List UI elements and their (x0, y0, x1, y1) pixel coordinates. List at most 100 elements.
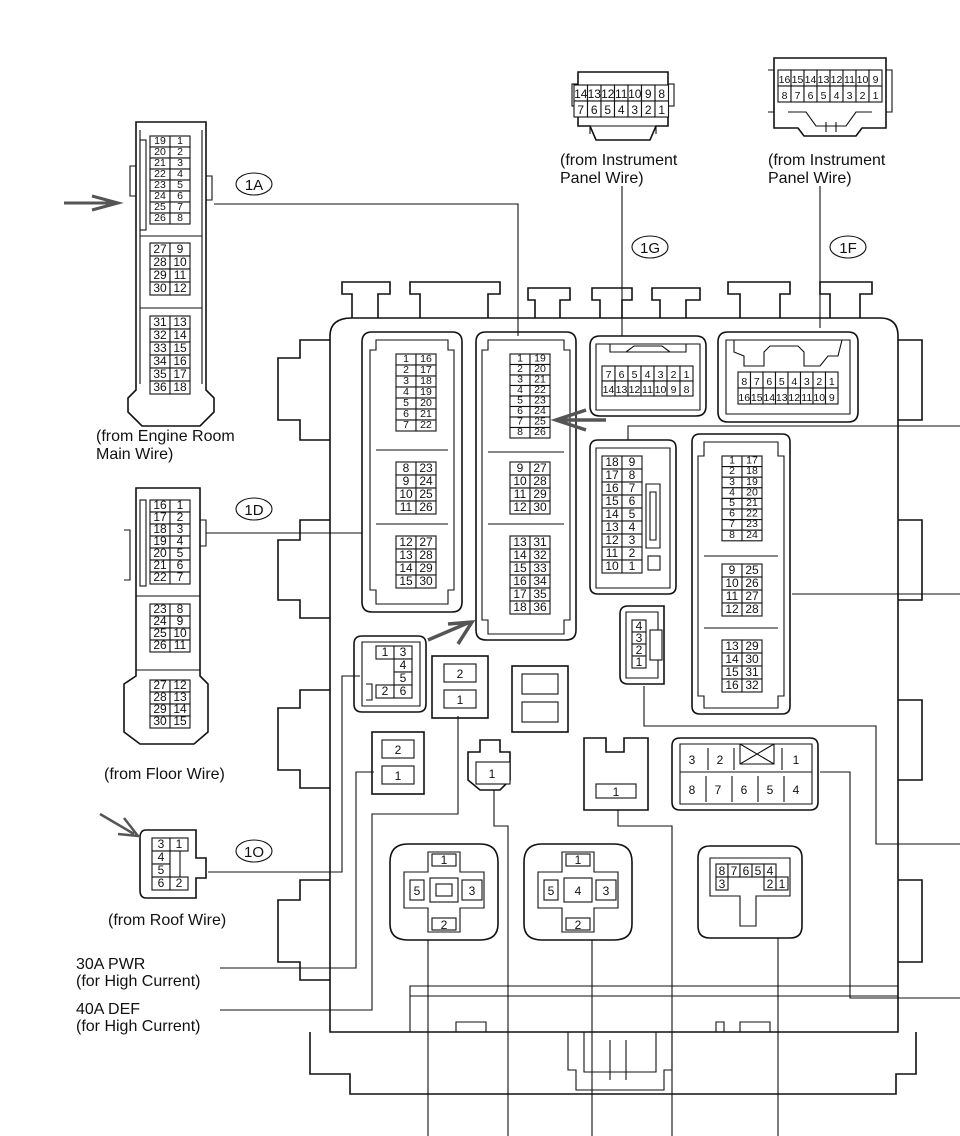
int1A-pin-24: 24 (534, 405, 546, 417)
pair-b-pin-2: 2 (395, 743, 402, 757)
int1G-pin-2: 2 (671, 369, 677, 381)
int1A-pin-29: 29 (533, 487, 547, 501)
grid18-cell (621, 559, 643, 574)
relay1-frame (389, 843, 499, 941)
ext1O-pin-3: 3 (158, 837, 165, 851)
relay1-pin-bottom: 2 (441, 918, 448, 932)
grid18-pin-11: 11 (606, 546, 619, 560)
ext1A-pin-9: 9 (177, 242, 184, 256)
caption-1G-line2: Panel Wire) (560, 170, 644, 187)
ext1A-pin-2: 2 (177, 146, 183, 158)
int1D-pin-29: 29 (419, 561, 433, 575)
ext1D-pin-17: 17 (153, 510, 167, 524)
relay2-center (563, 877, 593, 903)
relay3-pin-3: 3 (719, 877, 726, 891)
ext1A-pin-7: 7 (177, 201, 183, 213)
relay1-pin-top: 1 (441, 853, 448, 867)
ext1G-pin-10: 10 (628, 87, 642, 101)
int1A-pin-3: 3 (517, 374, 523, 386)
socket-inner (369, 339, 455, 605)
int1A-pin-27: 27 (533, 461, 547, 475)
ext1O-pin-2: 2 (176, 876, 183, 890)
ext1G-cell (654, 100, 670, 118)
ext1D-pin-2: 2 (177, 510, 184, 524)
ext1A-pin-34: 34 (153, 354, 167, 368)
int1D-pin-7: 7 (403, 419, 409, 431)
ext1O-pin-4: 4 (158, 850, 165, 864)
int1A-pin-26: 26 (534, 426, 546, 438)
ext1D-pin-5: 5 (177, 546, 184, 560)
int1F-pin-15: 15 (751, 392, 763, 404)
int1A-pin-17: 17 (513, 587, 527, 601)
int1D-pin-23: 23 (419, 461, 433, 475)
key-slot (139, 139, 147, 231)
int1D-pin-5: 5 (403, 397, 409, 409)
ext1D-cell (169, 639, 191, 653)
right32-pin-6: 6 (729, 508, 735, 520)
right32-pin-16: 16 (725, 678, 739, 692)
socket-frame (475, 331, 577, 641)
section-divider (376, 449, 448, 525)
ext1D-pin-18: 18 (153, 522, 167, 536)
int1D-pin-6: 6 (403, 408, 409, 420)
ext1F-pin-6: 6 (808, 90, 814, 102)
junction-block-body (277, 281, 923, 1095)
socket-frame (353, 635, 427, 713)
ext1D-pin-19: 19 (153, 534, 167, 548)
relay3-pin-2: 2 (767, 877, 774, 891)
int1D-pin-20: 20 (420, 397, 432, 409)
int1A-pin-25: 25 (534, 416, 546, 428)
int1D-pin-9: 9 (403, 474, 410, 488)
ext1G-pin-5: 5 (604, 103, 611, 117)
ext1G-pin-7: 7 (577, 103, 584, 117)
key-slot (649, 629, 663, 661)
socket-inner (725, 339, 851, 415)
int1D-pin-22: 22 (420, 419, 432, 431)
right32-pin-13: 13 (725, 639, 739, 653)
int1F-pin-9: 9 (829, 392, 835, 404)
key (625, 345, 671, 353)
ext1F-pin-4: 4 (834, 90, 840, 102)
int1D-pin-16: 16 (420, 353, 432, 365)
relay1-pin-right: 3 (469, 884, 476, 898)
grid18-pin-6: 6 (629, 494, 636, 508)
int1G-pin-13: 13 (616, 384, 628, 396)
right32-pin-1: 1 (729, 455, 735, 467)
relay3-pin-1: 1 (779, 877, 786, 891)
right32-pin-24: 24 (746, 529, 758, 541)
ext1F-pin-1: 1 (873, 90, 879, 102)
right32-pin-23: 23 (746, 518, 758, 530)
int1A-pin-1: 1 (517, 353, 523, 365)
ext1G-pin-9: 9 (645, 87, 652, 101)
grid18-pin-5: 5 (629, 507, 636, 521)
relay3-cell (775, 876, 789, 891)
ext1F-pin-10: 10 (857, 74, 869, 86)
relay2-cell (543, 879, 559, 901)
ext1F-pin-9: 9 (873, 74, 879, 86)
def-label-line1: 40A DEF (76, 1001, 140, 1018)
small4-pin-1: 1 (636, 655, 643, 669)
int1G-pin-1: 1 (684, 369, 690, 381)
ext1F-pin-15: 15 (792, 74, 804, 86)
int1F-pin-16: 16 (738, 392, 750, 404)
ext1D-pin-29: 29 (153, 702, 167, 716)
int1O-pin-5: 5 (400, 671, 407, 685)
small4-pin-3: 3 (636, 631, 643, 645)
eight-pin-7: 7 (715, 783, 722, 797)
ext1D-pin-21: 21 (153, 558, 167, 572)
eight-pin-2: 2 (717, 753, 724, 767)
int1A-pin-32: 32 (533, 548, 547, 562)
ext1A-pin-21: 21 (154, 157, 166, 169)
ext1A-pin-3: 3 (177, 157, 183, 169)
int1F-pin-7: 7 (754, 376, 760, 388)
ext1O-pin-5: 5 (158, 863, 165, 877)
right32-pin-30: 30 (745, 652, 759, 666)
key-slot (169, 850, 181, 878)
socket-frame (589, 439, 677, 595)
